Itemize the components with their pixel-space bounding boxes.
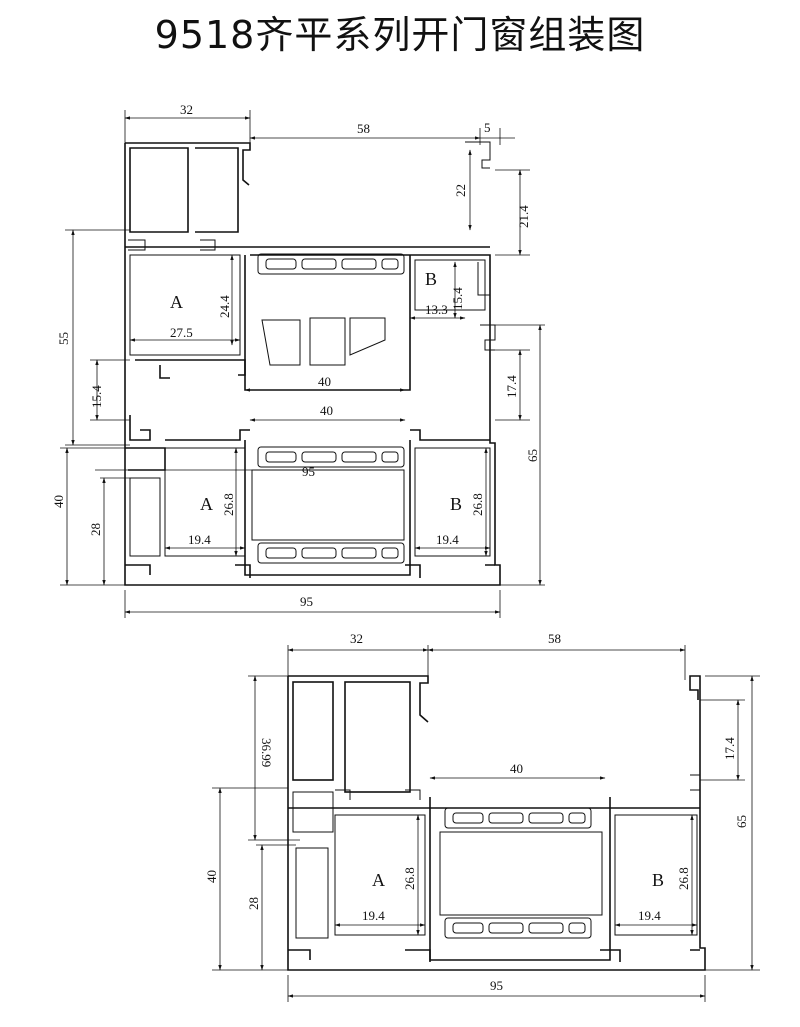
dim-top-5: 5 <box>484 120 491 135</box>
dim-bottom-26-8a: 26.8 <box>402 867 417 890</box>
dim-top-26-8b: 26.8 <box>470 493 485 516</box>
dim-top-27-5: 27.5 <box>170 325 193 340</box>
dim-bottom-36-99: 36.99 <box>259 738 274 767</box>
dim-bottom-40b: 40 <box>204 870 219 883</box>
label-top-a-upper: A <box>170 292 183 312</box>
dim-top-24-4: 24.4 <box>217 295 232 318</box>
drawing-title: 9518齐平系列开门窗组装图 <box>154 13 646 57</box>
top-dimensions: 32 58 5 22 21.4 55 24.4 27.5 15.4 13.3 1… <box>51 102 545 618</box>
dim-top-32: 32 <box>180 102 193 117</box>
dim-top-55: 55 <box>56 332 71 345</box>
dim-bottom-40a: 40 <box>510 761 523 776</box>
dim-top-40c: 40 <box>51 495 66 508</box>
top-section-drawing <box>124 141 501 586</box>
dim-bottom-19-4a: 19.4 <box>362 908 385 923</box>
dim-bottom-65: 65 <box>734 815 749 828</box>
dim-top-95b: 95 <box>300 594 313 609</box>
bottom-section-drawing <box>287 675 706 971</box>
dim-bottom-58: 58 <box>548 631 561 646</box>
dim-top-15-4b: 15.4 <box>450 287 465 310</box>
glass-unit-bottom-1 <box>444 807 592 829</box>
dim-top-22: 22 <box>453 184 468 197</box>
glass-unit-bottom-2 <box>444 917 592 939</box>
dim-top-95a: 95 <box>302 464 315 479</box>
dim-bottom-95: 95 <box>490 978 503 993</box>
label-top-b-upper: B <box>425 269 437 289</box>
label-bottom-b: B <box>652 870 664 890</box>
dim-bottom-19-4b: 19.4 <box>638 908 661 923</box>
dim-bottom-28: 28 <box>246 897 261 910</box>
dim-bottom-32: 32 <box>350 631 363 646</box>
dim-top-17-4: 17.4 <box>504 375 519 398</box>
label-bottom-a: A <box>372 870 385 890</box>
label-top-b-lower: B <box>450 494 462 514</box>
dim-top-19-4b: 19.4 <box>436 532 459 547</box>
glass-unit-top-lower-1 <box>257 446 405 468</box>
glass-unit-top-lower-2 <box>257 542 405 564</box>
dim-top-13-3: 13.3 <box>425 302 448 317</box>
dim-bottom-17-4: 17.4 <box>722 737 737 760</box>
dim-top-65: 65 <box>525 449 540 462</box>
dim-top-19-4a: 19.4 <box>188 532 211 547</box>
dim-top-40b: 40 <box>320 403 333 418</box>
dim-bottom-26-8b: 26.8 <box>676 867 691 890</box>
dim-top-15-4a: 15.4 <box>89 385 104 408</box>
glass-unit-top-upper <box>257 253 405 275</box>
dim-top-40a: 40 <box>318 374 331 389</box>
dim-top-28: 28 <box>88 523 103 536</box>
dim-top-26-8a: 26.8 <box>221 493 236 516</box>
dim-top-21-4: 21.4 <box>516 205 531 228</box>
bottom-dimensions: 32 58 36.99 40 17.4 65 40 28 26.8 26.8 1… <box>204 631 760 1002</box>
label-top-a-lower: A <box>200 494 213 514</box>
dim-top-58: 58 <box>357 121 370 136</box>
